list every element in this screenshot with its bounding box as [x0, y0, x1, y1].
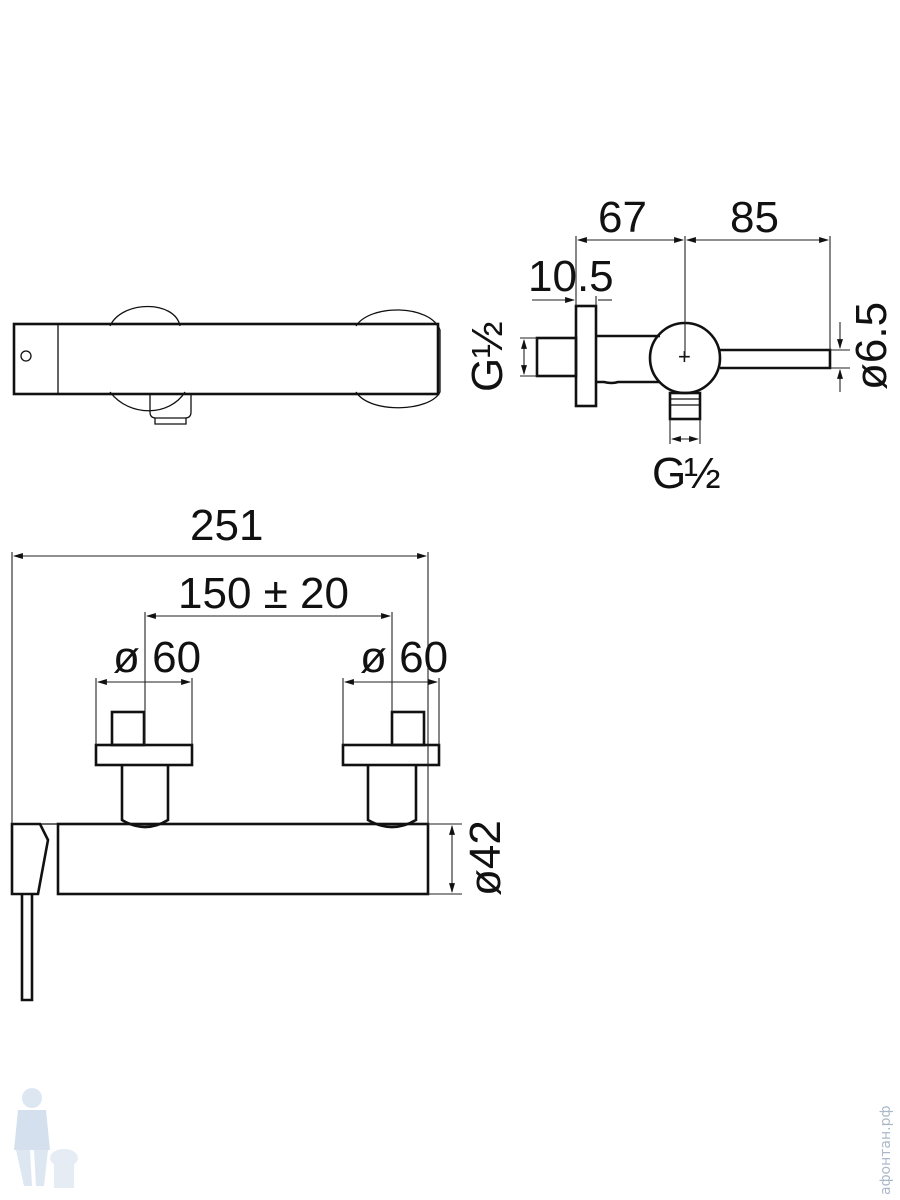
dim-251: 251	[190, 501, 263, 550]
side-lever	[720, 348, 832, 370]
dim-thread-bottom-fraction: ½	[684, 449, 721, 498]
side-outlet	[668, 391, 702, 421]
front-lever-handle	[20, 894, 34, 1002]
dim-body-dia: ø42	[461, 820, 510, 896]
dim-dia-60-right: ø 60	[360, 633, 448, 682]
top-body	[12, 322, 440, 396]
top-outlet-nut	[154, 418, 187, 425]
dim-67: 67	[598, 193, 647, 242]
top-outlet	[149, 394, 192, 419]
dim-85: 85	[730, 193, 779, 242]
front-eccentric-left	[120, 766, 170, 829]
side-view: + 67 85 10.5 G ½ G ½	[463, 193, 896, 498]
top-escutcheon-right	[355, 309, 441, 409]
dim-thread-left: G	[463, 358, 512, 392]
side-flange	[574, 304, 598, 408]
side-centre-mark: +	[678, 344, 691, 369]
site-watermark: афонтан.рф	[878, 1106, 894, 1195]
dim-spout-dia: ø6.5	[847, 302, 896, 390]
front-body	[56, 822, 430, 896]
front-thread-right	[390, 710, 426, 747]
dim-thread-left-fraction: ½	[463, 321, 512, 358]
front-view: 251 150 ± 20 ø 60 ø 60 ø42	[10, 501, 510, 1002]
top-lever-hole	[20, 350, 32, 362]
plumber-logo	[14, 1088, 78, 1188]
dim-dia-60-left: ø 60	[113, 633, 201, 682]
side-eccentric	[596, 334, 660, 385]
front-flange-left	[94, 743, 194, 767]
dim-10-5: 10.5	[528, 252, 614, 301]
dim-thread-bottom: G	[652, 449, 686, 498]
top-view	[12, 306, 441, 425]
front-lever-head	[10, 822, 50, 896]
front-flange-right	[341, 743, 441, 767]
front-thread-left	[110, 710, 146, 747]
dim-150: 150 ± 20	[178, 569, 349, 618]
side-inlet-thread	[535, 336, 578, 378]
top-escutcheon-left	[109, 306, 181, 327]
front-eccentric-right	[366, 766, 418, 829]
